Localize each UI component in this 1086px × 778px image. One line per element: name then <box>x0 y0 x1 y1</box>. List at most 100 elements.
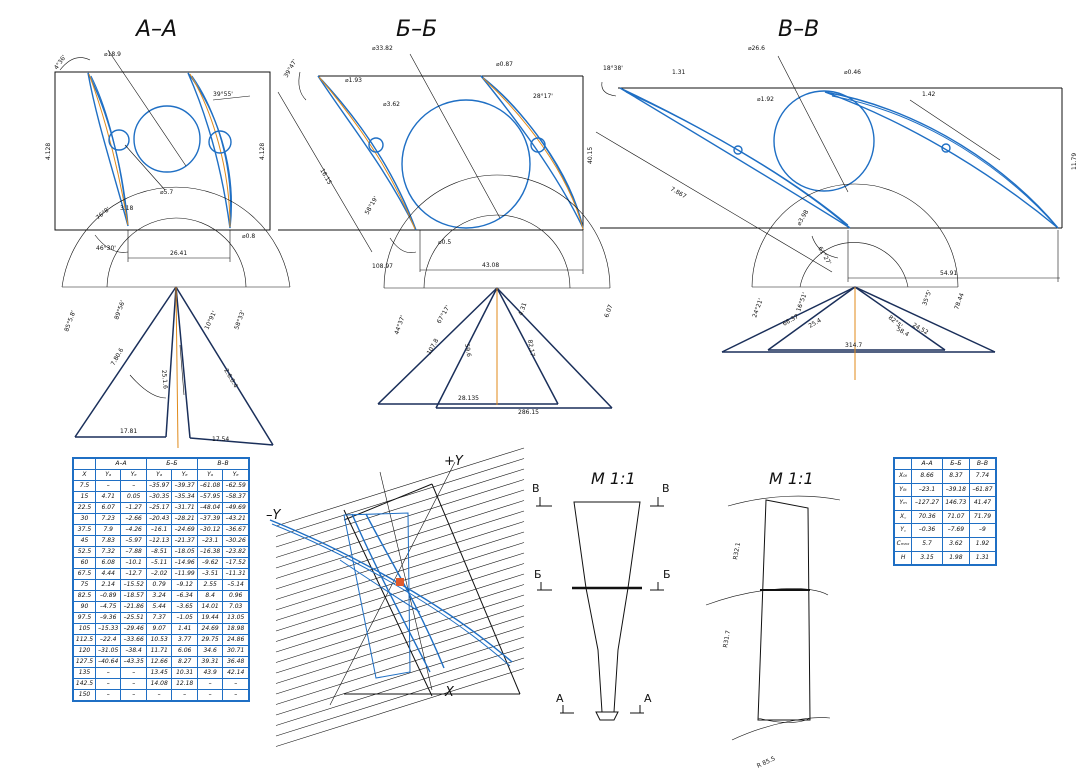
coordinate-table-cell: –25.51 <box>120 612 147 624</box>
axis-x-label: X <box>444 685 455 700</box>
svg-text:108.97: 108.97 <box>372 263 393 270</box>
coordinate-table-cell: –2.02 <box>145 568 173 580</box>
coordinate-table-cell: –23.1 <box>196 535 224 547</box>
coordinate-table-cell: –36.67 <box>222 524 250 536</box>
coordinate-table-cell: 105 <box>72 623 96 635</box>
coordinate-table-cell: –8.51 <box>145 546 173 558</box>
svg-text:17.81: 17.81 <box>120 428 137 435</box>
coordinate-table-cell: –37.39 <box>196 513 224 525</box>
coordinate-table-cell: –35.34 <box>171 491 198 503</box>
svg-text:4.128: 4.128 <box>45 143 52 160</box>
parameter-table-cell: 71.07 <box>941 509 970 525</box>
coordinate-table-cell: –21.86 <box>120 601 147 613</box>
parameter-table-header-cell: А–А <box>911 457 943 470</box>
coordinate-table-cell: –21.37 <box>171 535 198 547</box>
parameter-table-cell: 3.15 <box>911 550 943 566</box>
cascade-hatch-line <box>275 479 525 558</box>
coordinate-table-cell: –17.52 <box>222 557 250 569</box>
coordinate-table-cell: 30.71 <box>222 645 250 657</box>
svg-text:7.867: 7.867 <box>669 186 688 201</box>
coordinate-table-cell: 2.55 <box>196 579 224 591</box>
blade-side-view: М 1:1 R32.1 R31.7 R 85.5 <box>705 469 841 770</box>
coordinate-table-cell: –1.27 <box>120 502 147 514</box>
coordinate-table-cell: 7.37 <box>145 612 173 624</box>
svg-text:⌀1.93: ⌀1.93 <box>345 77 362 84</box>
coordinate-table-cell: 43.9 <box>196 667 224 679</box>
coordinate-table-cell: 142.5 <box>72 678 96 690</box>
svg-text:25.1.6: 25.1.6 <box>160 370 169 390</box>
parameter-table-header-cell <box>893 457 913 470</box>
svg-text:44°37': 44°37' <box>393 314 407 335</box>
coordinate-table-cell: – <box>94 678 122 690</box>
cascade-hatch-line <box>275 647 525 726</box>
parameter-table-cell: Y₀ₜ <box>893 482 913 498</box>
svg-text:58°33': 58°33' <box>233 309 247 330</box>
svg-text:10°91': 10°91' <box>203 310 218 331</box>
coordinate-table-cell: –31.71 <box>171 502 198 514</box>
svg-text:16°51': 16°51' <box>795 291 809 312</box>
coordinate-table-cell: 97.5 <box>72 612 96 624</box>
blade-side-title: М 1:1 <box>769 469 814 488</box>
section-aa-title: А–А <box>134 17 177 42</box>
coordinate-table-cell: 4.71 <box>94 491 122 503</box>
coordinate-table-cell: –3.51 <box>196 568 224 580</box>
svg-text:85°5.8': 85°5.8' <box>63 309 77 332</box>
cascade-hatch-line <box>275 500 525 579</box>
svg-text:⌀3.62: ⌀3.62 <box>383 101 400 108</box>
coordinate-table-cell: –16.38 <box>196 546 224 558</box>
coordinate-table-cell: 7.5 <box>72 480 96 492</box>
coordinate-table-cell: –15.52 <box>120 579 147 591</box>
coordinate-table-cell: 9.07 <box>145 623 173 635</box>
coordinate-table-cell: –9.12 <box>171 579 198 591</box>
coordinate-table-cell: –40.64 <box>94 656 122 668</box>
svg-text:61°27': 61°27' <box>816 246 832 267</box>
svg-text:24.52: 24.52 <box>911 322 930 337</box>
coordinate-table-header-cell: Yₐ <box>196 469 224 481</box>
section-bb-title: Б–Б <box>396 17 437 42</box>
axis-plus-y-label: +Y <box>444 454 464 469</box>
coordinate-table-cell: –22.4 <box>94 634 122 646</box>
coordinate-table-cell: –12.7 <box>120 568 147 580</box>
section-vv-blade-left <box>619 87 851 229</box>
parameter-table-cell: 41.47 <box>968 496 997 511</box>
svg-text:R 85.5: R 85.5 <box>756 755 777 770</box>
coordinate-table-cell: 39.31 <box>196 656 224 668</box>
coordinate-table-cell: 127.5 <box>72 656 96 668</box>
coordinate-table-cell: –16.1 <box>145 524 173 536</box>
svg-text:39°47': 39°47' <box>283 58 299 79</box>
coordinate-table-cell: 10.53 <box>145 634 173 646</box>
svg-text:66.37: 66.37 <box>782 313 801 328</box>
coordinate-table-header-top: А–А Б–Б В–В <box>72 457 250 470</box>
svg-text:⌀0.87: ⌀0.87 <box>496 61 513 68</box>
coordinate-table-cell: –1.05 <box>171 612 198 624</box>
parameter-table-cell: Y꜀ <box>893 523 913 538</box>
coordinate-table-cell: –25.17 <box>145 502 173 514</box>
table-row: Y₀ₜ–23.1–39.18–61.87 <box>893 482 997 498</box>
svg-text:26.41: 26.41 <box>170 250 187 257</box>
coordinate-table-cell: –35.97 <box>145 480 173 492</box>
svg-text:⌀18.9: ⌀18.9 <box>104 51 121 58</box>
coordinate-table-cell: – <box>196 689 224 702</box>
coordinate-table-cell: 67.5 <box>72 568 96 580</box>
parameter-table-header-cell: В–В <box>968 457 997 470</box>
parameter-table-cell: –9 <box>968 523 997 538</box>
svg-text:43.08: 43.08 <box>482 262 499 269</box>
coordinate-table-cell: 13.45 <box>145 667 173 679</box>
parameter-table-cell: 8.37 <box>941 469 970 484</box>
cascade-hatch-line <box>275 563 525 642</box>
coordinate-table-cell: –11.99 <box>171 568 198 580</box>
coordinate-table-cell: 36.48 <box>222 656 250 668</box>
coordinate-table-cell: 150 <box>72 689 96 702</box>
parameter-table-cell: 71.79 <box>968 509 997 525</box>
svg-text:54.91: 54.91 <box>940 270 957 277</box>
coordinate-table-cell: 42.14 <box>222 667 250 679</box>
coordinate-table-header-cell: Yₑ <box>171 469 198 481</box>
coordinate-table-cell: 2.14 <box>94 579 122 591</box>
coordinate-table-cell: –30.12 <box>196 524 224 536</box>
